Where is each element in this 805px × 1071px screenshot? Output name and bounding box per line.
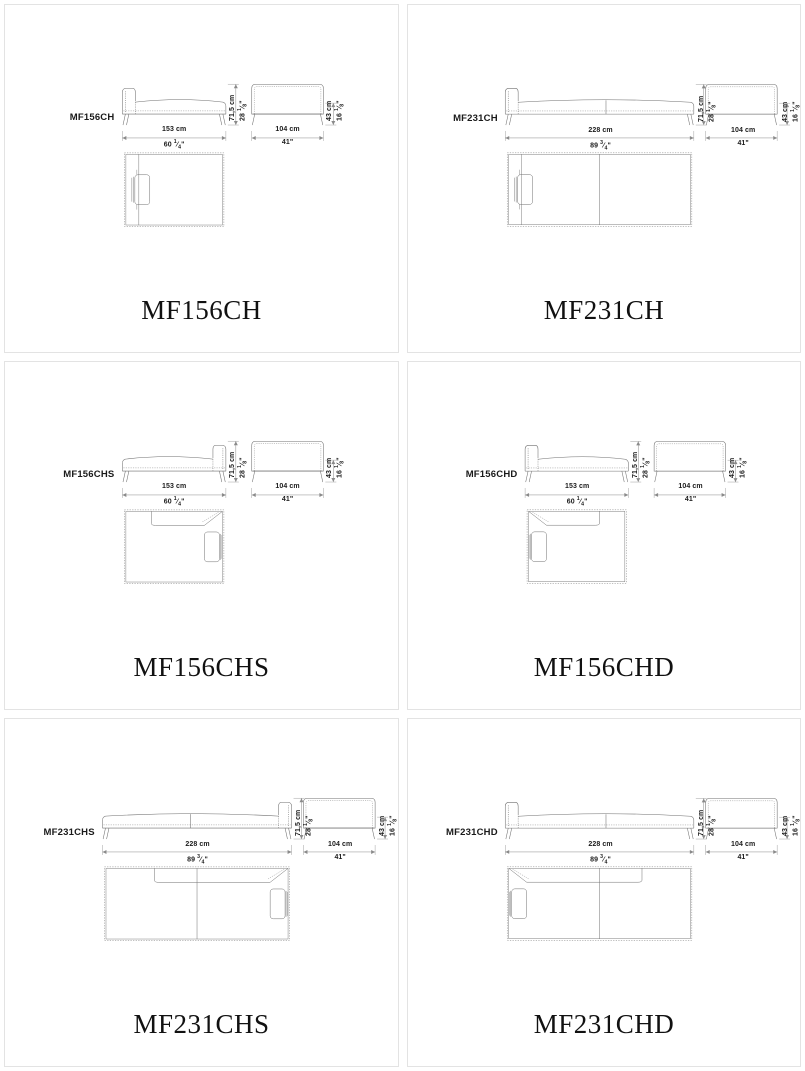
width-dimension-cm: 228 cm xyxy=(185,840,210,848)
height-dimension-inch: 28 1⁄8" xyxy=(706,100,718,122)
seat-height-dimension-inch: 16 1⁄8" xyxy=(334,100,347,122)
depth-dimension-cm: 104 cm xyxy=(275,483,300,491)
width-dimension-inch: 60 1⁄4" xyxy=(566,496,588,509)
height-dimension-cm: 71,5 cm xyxy=(228,452,236,479)
height-dimension-inch: 28 1⁄8" xyxy=(236,457,249,479)
width-dimension-cm: 153 cm xyxy=(161,483,187,491)
seat-height-dimension-cm: 43 cm xyxy=(326,458,334,479)
seat-height-dimension-inch: 16 1⁄8" xyxy=(790,100,800,122)
product-caption: MF231CH xyxy=(543,295,665,325)
height-dimension-inch: 28 1⁄8" xyxy=(639,457,652,479)
product-caption: MF231CHD xyxy=(533,1009,675,1039)
model-code-label: MF231CH xyxy=(453,112,498,124)
depth-dimension-inch: 41" xyxy=(737,139,749,147)
seat-height-dimension-inch: 16 1⁄8" xyxy=(387,814,399,836)
height-dimension-cm: 71,5 cm xyxy=(698,95,706,122)
width-dimension-cm: 153 cm xyxy=(161,126,187,134)
depth-dimension-inch: 41" xyxy=(334,853,346,861)
product-caption: MF231CHS xyxy=(133,1009,270,1039)
seat-height-dimension-inch: 16 1⁄8" xyxy=(790,814,800,836)
product-caption: MF156CHD xyxy=(533,652,675,682)
depth-dimension-cm: 104 cm xyxy=(730,840,756,848)
height-dimension-inch: 28 1⁄8" xyxy=(706,814,718,836)
height-dimension-cm: 71,5 cm xyxy=(295,809,303,836)
depth-dimension-cm: 104 cm xyxy=(327,840,353,848)
seat-height-dimension-cm: 43 cm xyxy=(729,458,737,479)
model-code-label: MF156CHS xyxy=(63,469,115,481)
model-code-label: MF156CH xyxy=(69,112,115,124)
technical-drawing-mf231chd xyxy=(408,719,800,969)
seat-height-dimension-cm: 43 cm xyxy=(782,101,790,122)
model-code-label: MF231CHD xyxy=(446,826,498,838)
seat-height-dimension-inch: 16 1⁄8" xyxy=(334,457,347,479)
model-code-label: MF156CHD xyxy=(465,469,518,481)
width-dimension-inch: 89 3⁄4" xyxy=(187,853,208,866)
depth-dimension-inch: 41" xyxy=(281,139,294,147)
height-dimension-inch: 28 1⁄8" xyxy=(236,100,249,122)
depth-dimension-inch: 41" xyxy=(684,496,697,504)
width-dimension-cm: 228 cm xyxy=(588,840,613,848)
model-code-label: MF231CHS xyxy=(43,826,95,838)
width-dimension-cm: 228 cm xyxy=(588,126,613,134)
technical-drawing-mf156ch xyxy=(5,5,398,255)
width-dimension-inch: 60 1⁄4" xyxy=(163,139,185,152)
width-dimension-cm: 153 cm xyxy=(564,483,590,491)
technical-drawing-mf156chd xyxy=(408,362,800,612)
height-dimension-inch: 28 1⁄8" xyxy=(303,814,315,836)
product-caption: MF156CHS xyxy=(133,652,270,682)
seat-height-dimension-cm: 43 cm xyxy=(782,815,790,836)
technical-drawing-mf231chs xyxy=(5,719,398,969)
width-dimension-inch: 60 1⁄4" xyxy=(163,496,185,509)
seat-height-dimension-cm: 43 cm xyxy=(326,101,334,122)
height-dimension-cm: 71,5 cm xyxy=(698,809,706,836)
seat-height-dimension-inch: 16 1⁄8" xyxy=(737,457,750,479)
technical-drawing-mf156chs xyxy=(5,362,398,612)
depth-dimension-inch: 41" xyxy=(281,496,294,504)
width-dimension-inch: 89 3⁄4" xyxy=(590,853,611,866)
depth-dimension-cm: 104 cm xyxy=(730,126,756,134)
depth-dimension-cm: 104 cm xyxy=(678,483,703,491)
depth-dimension-inch: 41" xyxy=(737,853,749,861)
seat-height-dimension-cm: 43 cm xyxy=(379,815,387,836)
height-dimension-cm: 71,5 cm xyxy=(631,452,639,479)
depth-dimension-cm: 104 cm xyxy=(275,126,300,134)
product-caption: MF156CH xyxy=(141,295,262,325)
technical-drawing-mf231ch xyxy=(408,5,800,255)
height-dimension-cm: 71,5 cm xyxy=(228,95,236,122)
width-dimension-inch: 89 3⁄4" xyxy=(590,139,611,152)
